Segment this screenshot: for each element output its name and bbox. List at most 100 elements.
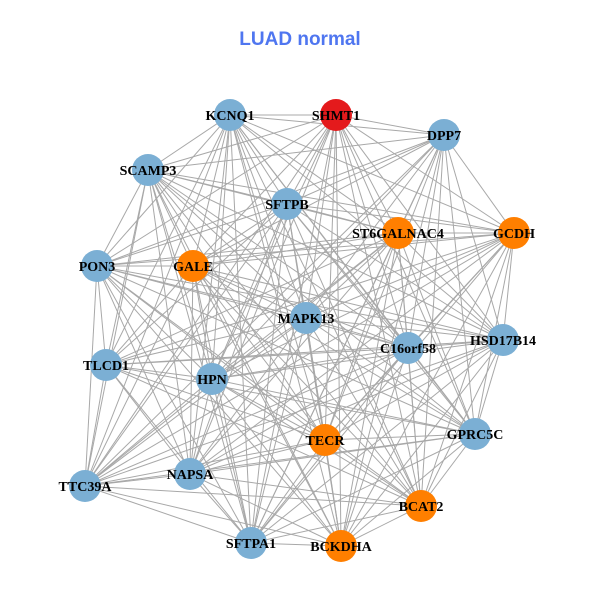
node-circle[interactable] [428,119,460,151]
node-circle[interactable] [498,217,530,249]
edge-MAPK13-NAPSA [189,317,307,475]
edge-HPN-NAPSA [189,378,213,475]
edge-SFTPB-ST6GALNAC4 [286,203,399,234]
edge-ST6GALNAC4-MAPK13 [305,232,399,319]
edge-GALE-BCAT2 [192,265,422,507]
node-KCNQ1[interactable]: KCNQ1 [206,99,255,131]
node-C16orf58[interactable]: C16orf58 [380,332,436,364]
edge-TECR-TTC39A [84,439,326,487]
node-GCDH[interactable]: GCDH [493,217,535,249]
node-circle[interactable] [459,418,491,450]
node-MAPK13[interactable]: MAPK13 [278,302,335,334]
edge-NAPSA-TTC39A [84,473,191,487]
node-label: SCAMP3 [120,164,177,179]
node-TLCD1[interactable]: TLCD1 [83,349,129,381]
node-label: GALE [173,260,213,275]
edge-KCNQ1-HSD17B14 [229,114,504,341]
node-label: ST6GALNAC4 [352,227,444,242]
edge-SFTPB-PON3 [96,203,288,267]
edge-GCDH-MAPK13 [305,232,515,319]
edge-PON3-GPRC5C [96,265,476,435]
node-SHMT1[interactable]: SHMT1 [312,99,360,131]
node-label: HSD17B14 [470,334,536,349]
edges-layer [84,114,515,547]
edge-PON3-BCAT2 [96,265,422,507]
node-DPP7[interactable]: DPP7 [427,119,461,151]
node-label: C16orf58 [380,342,436,357]
node-circle[interactable] [196,363,228,395]
edge-TLCD1-BCAT2 [105,364,422,507]
node-circle[interactable] [81,250,113,282]
edge-DPP7-HPN [211,134,445,380]
edge-TECR-BCAT2 [324,439,422,507]
node-circle[interactable] [487,324,519,356]
edge-GCDH-TTC39A [84,232,515,487]
edge-TTC39A-SFTPA1 [84,485,252,544]
edge-SCAMP3-TLCD1 [105,169,149,366]
node-circle[interactable] [405,490,437,522]
edge-TLCD1-NAPSA [105,364,191,475]
edge-MAPK13-BCAT2 [305,317,422,507]
edge-KCNQ1-SFTPB [229,114,288,205]
edge-MAPK13-TTC39A [84,317,307,487]
edge-KCNQ1-SCAMP3 [147,114,231,171]
node-HSD17B14[interactable]: HSD17B14 [470,324,536,356]
node-GALE[interactable]: GALE [173,250,213,282]
edge-HPN-TTC39A [84,378,213,487]
edge-ST6GALNAC4-HSD17B14 [397,232,504,341]
edge-HPN-SFTPA1 [211,378,252,544]
edge-TTC39A-BCAT2 [84,485,422,507]
node-circle[interactable] [90,349,122,381]
edge-HPN-GPRC5C [211,378,476,435]
node-circle[interactable] [174,458,206,490]
node-GPRC5C[interactable]: GPRC5C [447,418,504,450]
node-PON3[interactable]: PON3 [79,250,116,282]
edge-TECR-NAPSA [189,439,326,475]
node-NAPSA[interactable]: NAPSA [167,458,215,490]
node-label: KCNQ1 [206,109,255,124]
node-HPN[interactable]: HPN [196,363,228,395]
node-SFTPB[interactable]: SFTPB [265,188,309,220]
edge-SCAMP3-GALE [147,169,194,267]
node-SCAMP3[interactable]: SCAMP3 [120,154,177,186]
node-BCAT2[interactable]: BCAT2 [399,490,444,522]
node-SFTPA1[interactable]: SFTPA1 [226,527,276,559]
edge-GALE-TECR [192,265,326,441]
node-BCKDHA[interactable]: BCKDHA [310,530,373,562]
node-ST6GALNAC4[interactable]: ST6GALNAC4 [352,217,444,249]
node-circle[interactable] [309,424,341,456]
node-circle[interactable] [69,470,101,502]
edge-SCAMP3-GPRC5C [147,169,476,435]
edge-GCDH-PON3 [96,232,515,267]
edge-DPP7-GPRC5C [443,134,476,435]
edge-BCAT2-SFTPA1 [250,505,422,544]
node-circle[interactable] [177,250,209,282]
edge-MAPK13-HSD17B14 [305,317,504,341]
node-label: GPRC5C [447,428,504,443]
edge-DPP7-SFTPB [286,134,445,205]
node-circle[interactable] [290,302,322,334]
edge-GPRC5C-TTC39A [84,433,476,487]
edge-C16orf58-TECR [324,347,409,441]
node-circle[interactable] [132,154,164,186]
edge-GPRC5C-SFTPA1 [250,433,476,544]
edge-SHMT1-TECR [324,114,337,441]
edge-KCNQ1-TTC39A [84,114,231,487]
node-circle[interactable] [325,530,357,562]
node-TECR[interactable]: TECR [306,424,346,456]
edge-HSD17B14-SFTPA1 [250,339,504,544]
edge-GCDH-TLCD1 [105,232,515,366]
node-circle[interactable] [214,99,246,131]
edge-SHMT1-BCKDHA [335,114,342,547]
edge-SCAMP3-GCDH [147,169,515,234]
node-label: GCDH [493,227,535,242]
edge-SCAMP3-PON3 [96,169,149,267]
edge-SFTPB-GPRC5C [286,203,476,435]
node-circle[interactable] [392,332,424,364]
node-circle[interactable] [382,217,414,249]
node-TTC39A[interactable]: TTC39A [59,470,113,502]
node-circle[interactable] [235,527,267,559]
node-circle[interactable] [320,99,352,131]
node-circle[interactable] [271,188,303,220]
